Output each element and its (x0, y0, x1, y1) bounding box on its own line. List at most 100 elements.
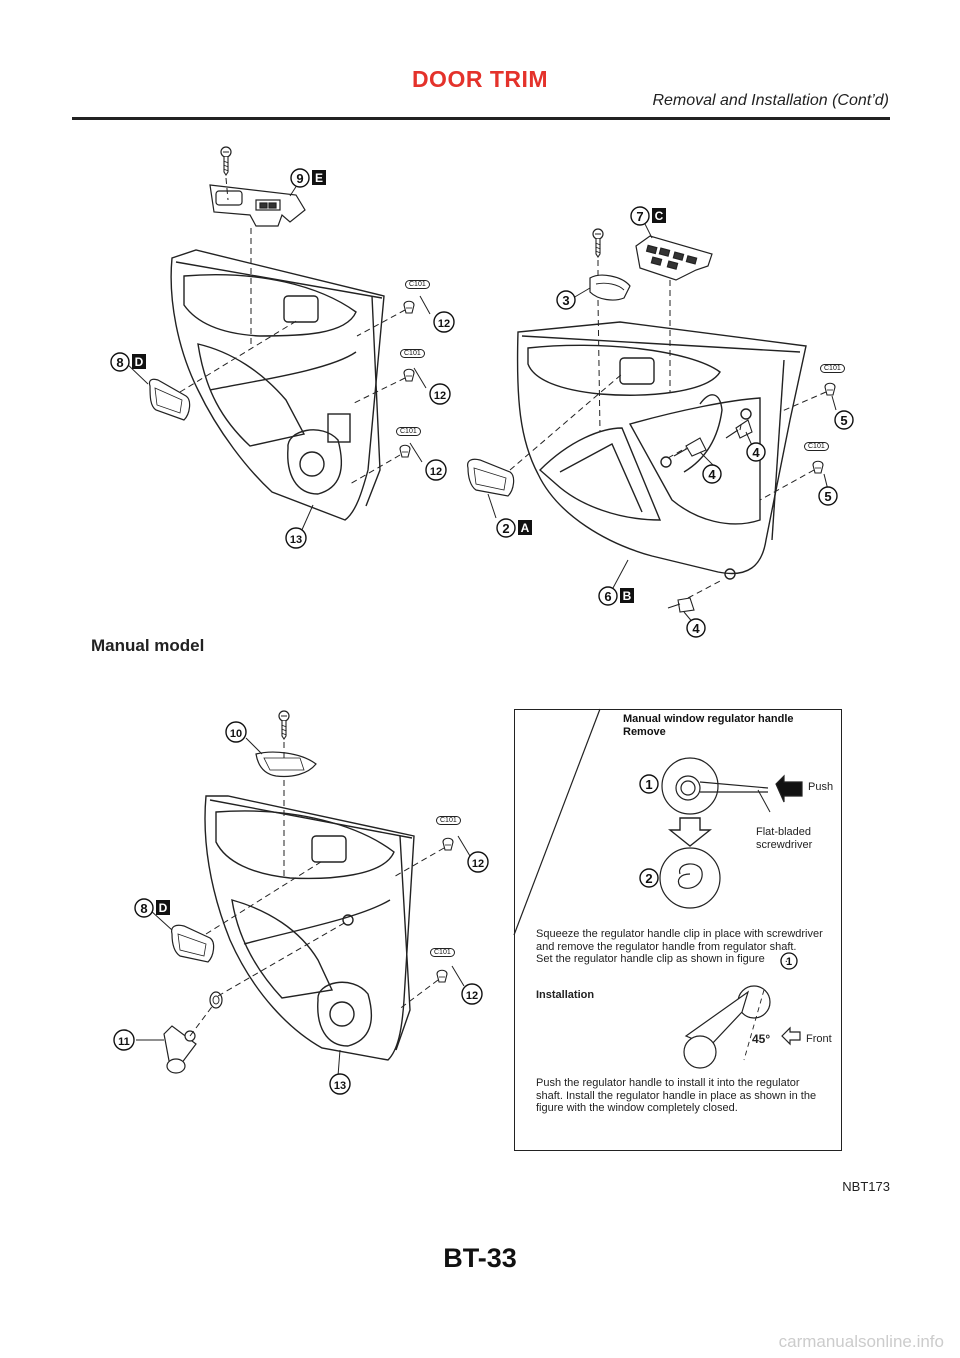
callout-4-b: 4 (702, 464, 722, 484)
clip-label: C101 (820, 364, 845, 373)
callout-12-b: 12 (429, 383, 451, 405)
front-label: Front (806, 1033, 832, 1045)
screw-4-a (673, 437, 707, 457)
header-rule (72, 117, 890, 120)
callout-13-upper: 13 (285, 527, 307, 549)
inset-callout-1: 1 (639, 774, 659, 794)
install-instructions: Push the regulator handle to install it … (536, 1077, 840, 1115)
remove-line1: Squeeze the regulator handle clip in pla… (536, 928, 823, 940)
callout-12-c: 12 (425, 459, 447, 481)
inset-callout-2: 2 (639, 868, 659, 888)
svg-text:12: 12 (434, 390, 446, 402)
installation-heading: Installation (536, 989, 595, 1001)
inset-heading-line1: Manual window regulator handle (623, 713, 794, 725)
svg-text:B: B (623, 589, 632, 603)
figure-code: NBT173 (842, 1179, 890, 1194)
svg-text:12: 12 (438, 318, 450, 330)
manual-model-label: Manual model (91, 636, 205, 655)
watermark: carmanualsonline.info (778, 1332, 944, 1351)
inset-installation (683, 985, 801, 1069)
page-number: BT-33 (443, 1243, 517, 1273)
rear-door-trim-power (170, 249, 385, 521)
svg-text:D: D (159, 901, 168, 915)
svg-text:8: 8 (140, 901, 147, 916)
install-line3: figure with the window completely closed… (536, 1102, 738, 1114)
callout-12-e: 12 (461, 983, 483, 1005)
callout-5-b: 5 (818, 486, 838, 506)
page-subtitle: Removal and Installation (Cont’d) (652, 92, 889, 109)
svg-text:5: 5 (824, 489, 831, 504)
pull-cover-8-upper (148, 378, 191, 421)
remove-instructions: Squeeze the regulator handle clip in pla… (536, 928, 840, 966)
svg-text:A: A (521, 521, 530, 535)
callout-7: 7 (630, 206, 650, 226)
svg-text:11: 11 (118, 1036, 130, 1048)
screw-4-b (725, 419, 753, 439)
callout-E: E (312, 170, 326, 185)
power-window-switch-9 (209, 184, 306, 227)
svg-text:2: 2 (502, 521, 509, 536)
clip-label: C101 (804, 442, 829, 451)
callout-5-a: 5 (834, 410, 854, 430)
callout-D-lower: D (156, 900, 170, 915)
svg-text:12: 12 (472, 858, 484, 870)
callout-13-lower: 13 (329, 1073, 351, 1095)
tool-line2: screwdriver (756, 838, 813, 851)
pull-cover-8-lower (171, 924, 215, 963)
svg-text:10: 10 (230, 728, 242, 740)
clip-label: C101 (430, 948, 455, 957)
tool-line1: Flat-bladed (756, 826, 812, 838)
front-door-trim-power (516, 321, 807, 580)
screwdriver-label: Flat-bladed screwdriver (756, 826, 812, 851)
callout-4-c: 4 (686, 618, 706, 638)
install-line1: Push the regulator handle to install it … (536, 1077, 800, 1089)
escutcheon-3 (589, 274, 631, 301)
callouts: 9 E 7 C 3 8 D 12 12 12 13 5 5 4 4 4 2 A … (110, 168, 854, 1095)
inset-step-2 (659, 847, 721, 909)
regulator-handle-11 (163, 1025, 197, 1074)
svg-text:5: 5 (840, 413, 847, 428)
svg-text:4: 4 (752, 445, 760, 460)
svg-text:4: 4 (708, 467, 716, 482)
callout-9: 9 (290, 168, 310, 188)
clip-label: C101 (436, 816, 461, 825)
power-window-switch-7 (635, 235, 713, 281)
inset-step-1 (661, 757, 803, 815)
callout-3: 3 (556, 290, 576, 310)
callout-12-d: 12 (467, 851, 489, 873)
callout-2: 2 (496, 518, 516, 538)
clip-label: C101 (400, 349, 425, 358)
handle-bezel-10 (255, 751, 317, 778)
callout-12-a: 12 (433, 311, 455, 333)
svg-text:8: 8 (116, 355, 123, 370)
callout-6: 6 (598, 586, 618, 606)
svg-text:9: 9 (296, 171, 303, 186)
svg-text:4: 4 (692, 621, 700, 636)
svg-text:12: 12 (466, 990, 478, 1002)
remove-line3: Set the regulator handle clip as shown i… (536, 953, 765, 965)
callout-C: C (652, 208, 666, 223)
inset-down-arrow (668, 817, 712, 847)
callout-A: A (518, 520, 532, 535)
rear-door-trim-manual (204, 795, 415, 1061)
callout-8-upper: 8 (110, 352, 130, 372)
regulator-handle-inset (514, 709, 842, 1151)
callout-10: 10 (225, 721, 247, 743)
svg-text:1: 1 (645, 777, 652, 792)
install-line2: shaft. Install the regulator handle in p… (536, 1089, 817, 1102)
angle-label: 45° (752, 1032, 771, 1046)
callout-8-lower: 8 (134, 898, 154, 918)
svg-text:E: E (315, 171, 323, 185)
clip-label: C101 (405, 280, 430, 289)
push-label: Push (808, 781, 834, 793)
screw-4-c (667, 597, 695, 613)
svg-text:6: 6 (604, 589, 611, 604)
svg-text:D: D (135, 355, 144, 369)
remove-line2: and remove the regulator handle from reg… (536, 940, 797, 953)
callout-11: 11 (113, 1029, 135, 1051)
callout-B: B (620, 588, 634, 603)
clip-label: C101 (396, 427, 421, 436)
svg-text:13: 13 (334, 1080, 346, 1092)
svg-text:12: 12 (430, 466, 442, 478)
